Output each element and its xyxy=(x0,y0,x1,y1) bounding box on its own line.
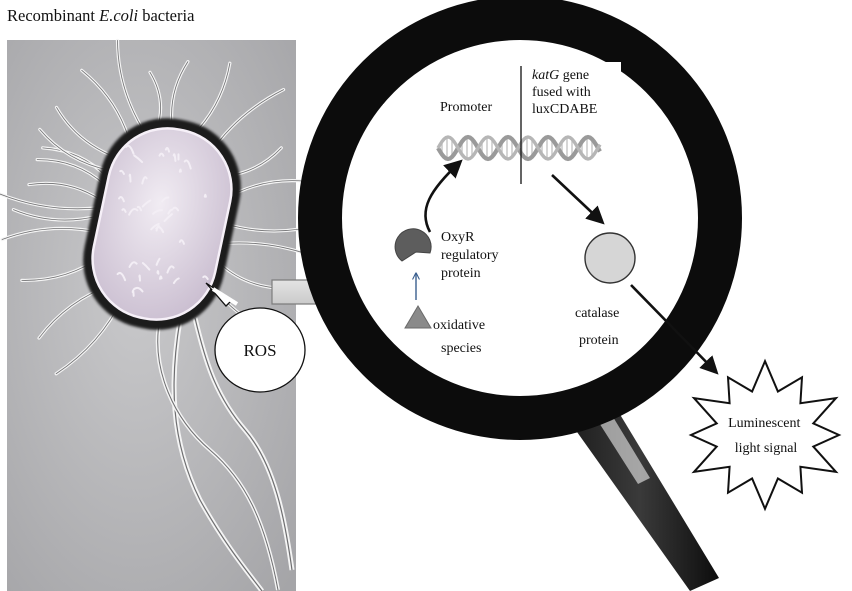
fimbria xyxy=(133,291,134,296)
catalase-circle xyxy=(585,233,635,283)
ros-label: ROS xyxy=(243,341,276,360)
ring-notch xyxy=(383,104,390,124)
fimbria xyxy=(205,195,206,197)
fimbria xyxy=(180,170,181,172)
fimbria xyxy=(130,175,131,182)
fimbria xyxy=(157,271,158,274)
fimbria xyxy=(160,277,162,279)
fimbria xyxy=(139,276,140,281)
magnifying-glass xyxy=(320,18,720,591)
luminescent-starburst xyxy=(691,361,839,509)
promoter-label: Promoter xyxy=(440,100,492,115)
figure-title: Recombinant E.coli bacteria xyxy=(7,6,195,25)
gene-label: katG gene fused with luxCDABE xyxy=(532,68,597,117)
